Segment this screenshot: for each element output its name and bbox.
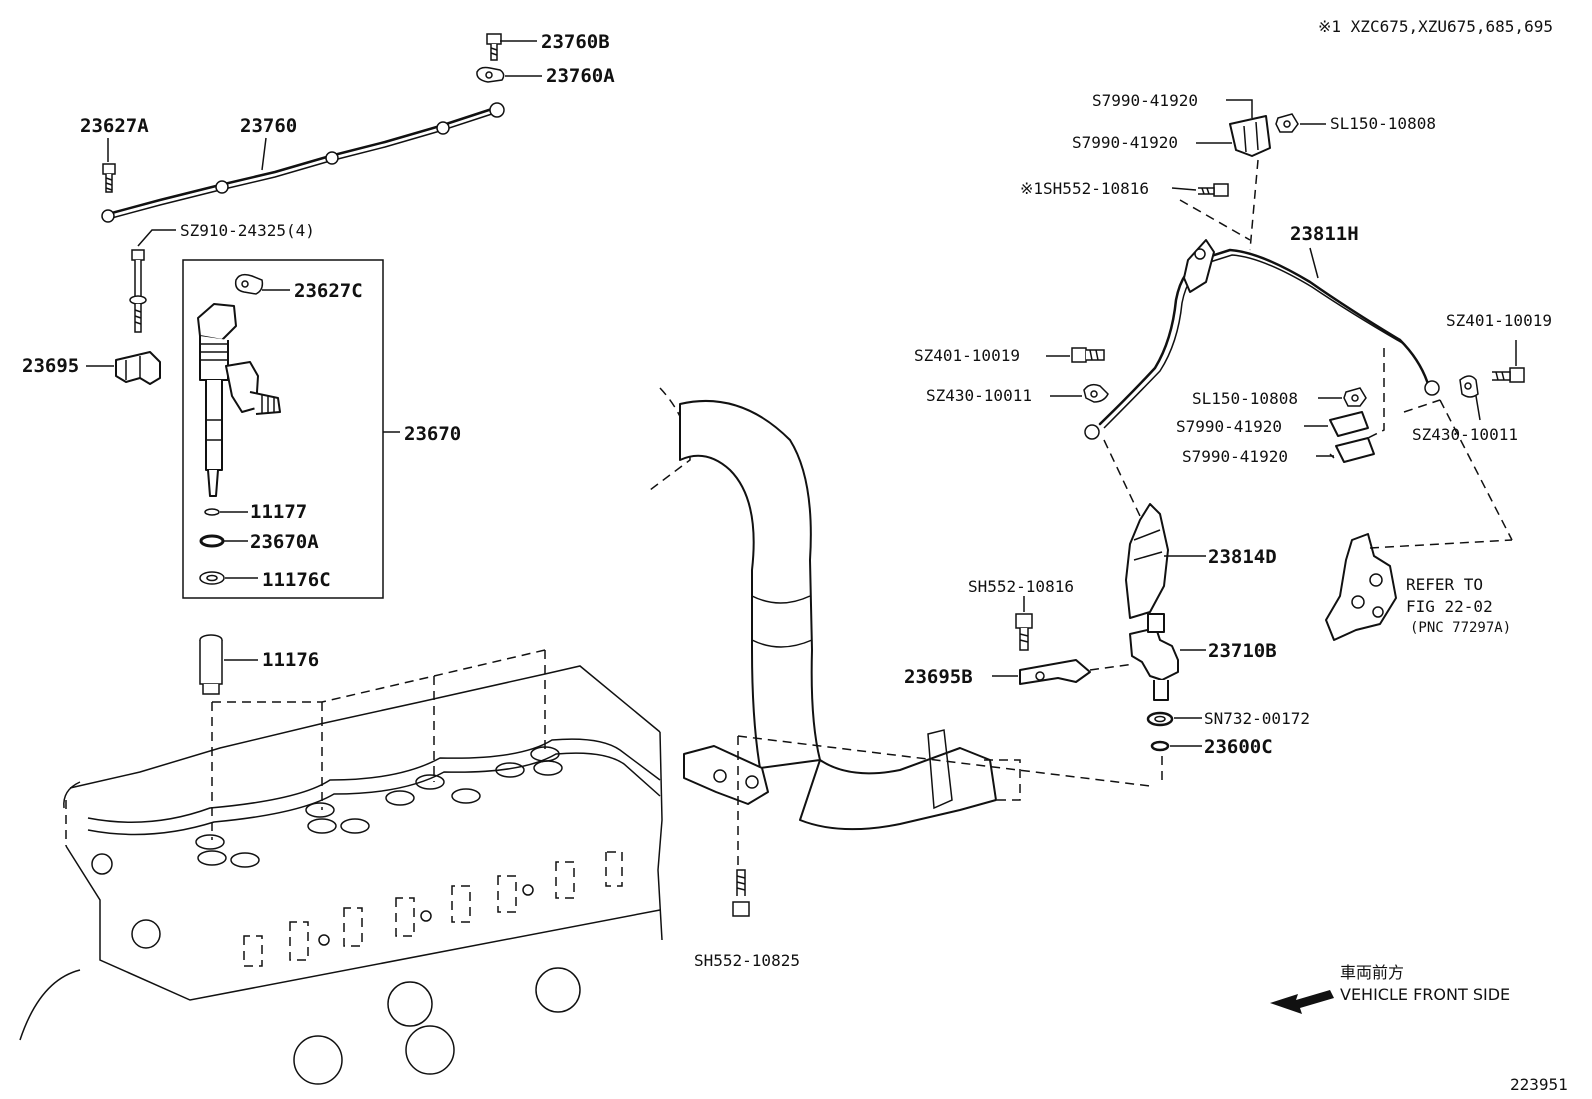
- refer-bracket: [1325, 399, 1513, 641]
- washer-11177: [204, 508, 220, 516]
- sleeve-11176: [199, 634, 258, 695]
- label-sl150-10808-a: SL150-10808: [1330, 114, 1436, 133]
- label-sz430-10011-a: SZ430-10011: [926, 386, 1032, 405]
- bolt-23627a: [102, 163, 116, 193]
- clamp-23695: [86, 351, 161, 385]
- applicability-note: ※1 XZC675,XZU675,685,695: [1318, 17, 1553, 36]
- clip-23627c: [234, 273, 290, 295]
- label-23760: 23760: [240, 115, 297, 137]
- bolt-23760b: [486, 33, 502, 61]
- label-11176c: 11176C: [262, 569, 331, 591]
- label-23670a: 23670A: [250, 531, 319, 553]
- label-sn732-00172: SN732-00172: [1204, 709, 1310, 728]
- label-sl150-10808-b: SL150-10808: [1192, 389, 1298, 408]
- bolt-sh552-10825: [732, 869, 750, 917]
- label-sz401-10019-b: SZ401-10019: [1446, 311, 1552, 330]
- injector-23670: [197, 303, 281, 497]
- label-11176: 11176: [262, 649, 319, 671]
- injector-box: [182, 259, 400, 599]
- pipe-23811h: [1084, 239, 1440, 440]
- washer-sz430-right: [1459, 375, 1481, 421]
- bolt-sz401-left: [1046, 347, 1105, 363]
- diagram-id: 223951: [1510, 1075, 1568, 1094]
- label-23811h: 23811H: [1290, 223, 1359, 245]
- label-23670: 23670: [404, 423, 461, 445]
- label-s7990-41920-c: S7990-41920: [1176, 417, 1282, 436]
- label-sz430-10011-b: SZ430-10011: [1412, 425, 1518, 444]
- cylinder-head: [19, 649, 663, 1085]
- label-sh552-10816-a: ※1SH552-10816: [1020, 179, 1149, 198]
- clamp-s7990-mid: [1304, 411, 1375, 463]
- holder-pipe-assembly: [101, 33, 505, 223]
- intake-hose: [649, 387, 1021, 831]
- label-23600c: 23600C: [1204, 736, 1273, 758]
- nut-sl150-top: [1275, 113, 1326, 133]
- refer-line-2: FIG 22-02: [1406, 597, 1493, 616]
- bolt-sh552-top: [1171, 183, 1229, 197]
- label-sz910-24325: SZ910-24325(4): [180, 221, 315, 240]
- refer-line-3: (PNC 77297A): [1410, 620, 1511, 636]
- bracket-23695b: [992, 659, 1135, 685]
- label-s7990-41920-a: S7990-41920: [1092, 91, 1198, 110]
- washer-23600c: [1150, 740, 1170, 752]
- label-23814d: 23814D: [1208, 546, 1277, 568]
- label-23627a: 23627A: [80, 115, 149, 137]
- label-11177: 11177: [250, 501, 307, 523]
- bolt-sz910: [129, 229, 176, 333]
- nut-sl150-mid: [1318, 387, 1367, 407]
- front-arrow-icon: [1270, 990, 1334, 1014]
- sensor-23710b: [1129, 613, 1206, 701]
- label-23627c: 23627C: [294, 280, 363, 302]
- bolt-sz401-right: [1492, 340, 1525, 383]
- hose-bracket: [683, 735, 1151, 900]
- label-23695: 23695: [22, 355, 79, 377]
- label-sh552-10816-b: SH552-10816: [968, 577, 1074, 596]
- oring-23670a: [199, 534, 225, 548]
- refer-line-1: REFER TO: [1406, 575, 1483, 594]
- front-side-en: VEHICLE FRONT SIDE: [1340, 985, 1510, 1004]
- boot-23814d: [1103, 439, 1206, 619]
- label-23760b: 23760B: [541, 31, 610, 53]
- label-sh552-10825: SH552-10825: [694, 951, 800, 970]
- label-s7990-41920-d: S7990-41920: [1182, 447, 1288, 466]
- front-side-jp: 車両前方: [1340, 963, 1404, 982]
- label-s7990-41920-b: S7990-41920: [1072, 133, 1178, 152]
- label-23695b: 23695B: [904, 666, 973, 688]
- label-23710b: 23710B: [1208, 640, 1277, 662]
- bolt-sh552-mid: [1015, 596, 1033, 651]
- clamp-s7990-top: [1196, 99, 1271, 157]
- label-23760a: 23760A: [546, 65, 615, 87]
- washer-sz430-left: [1050, 383, 1109, 403]
- label-sz401-10019-a: SZ401-10019: [914, 346, 1020, 365]
